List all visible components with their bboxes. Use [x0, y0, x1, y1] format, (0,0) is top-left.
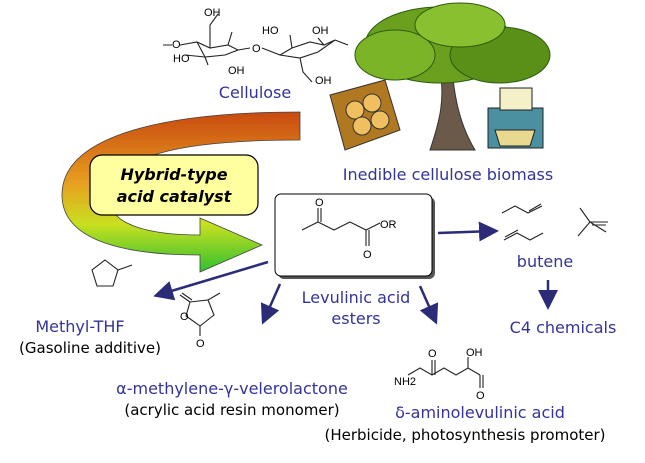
catalyst-label-line2: acid catalyst	[117, 187, 233, 206]
methyl-thf-label: Methyl-THF	[35, 317, 124, 336]
arrow-to-butene	[437, 221, 499, 242]
oh-label: OH	[466, 347, 483, 359]
ho-label: HO	[173, 53, 190, 65]
shredder-illustration	[487, 87, 544, 149]
center-label-line2: esters	[331, 309, 380, 328]
ala-use: (Herbicide, photosynthesis promoter)	[324, 426, 605, 444]
lactone-structure: O O	[179, 292, 221, 350]
cellulose-structure: OH O HO OH O HO OH OH	[163, 7, 349, 87]
center-label-line1: Levulinic acid	[302, 288, 411, 307]
nh2-label: NH2	[394, 376, 416, 388]
lactone-label: α-methylene-γ-velerolactone	[116, 379, 348, 398]
methyl-thf-use: (Gasoline additive)	[19, 339, 161, 357]
cellulose-label: Cellulose	[219, 83, 291, 102]
arrow-to-mthf	[153, 260, 269, 301]
o-label: O	[363, 249, 372, 261]
o-label: O	[196, 338, 205, 350]
o-label: O	[428, 348, 437, 360]
butene-label: butene	[517, 252, 573, 271]
logs-illustration	[329, 79, 401, 151]
ho-label: HO	[262, 25, 279, 37]
oh-label: OH	[228, 65, 245, 77]
butene-structures	[501, 203, 608, 241]
lactone-use: (acrylic acid resin monomer)	[124, 401, 339, 419]
o-label: O	[180, 311, 189, 323]
c4-chemicals-label: C4 chemicals	[510, 318, 617, 337]
aminolevulinic-structure: O OH O NH2	[394, 347, 485, 402]
or-label: OR	[380, 219, 397, 231]
biomass-label: Inedible cellulose biomass	[343, 165, 553, 184]
arrow-to-lactone	[260, 283, 282, 325]
tree-illustration	[354, 2, 551, 151]
o-label: O	[315, 197, 324, 209]
o-label: O	[476, 390, 485, 402]
oh-label: OH	[204, 7, 221, 19]
arrow-to-ala	[418, 285, 439, 325]
catalyst-box	[89, 154, 259, 216]
ala-label: δ-aminolevulinic acid	[395, 403, 565, 422]
methyl-thf-structure	[91, 259, 133, 287]
o-label: O	[172, 39, 181, 51]
oh-label: OH	[312, 25, 329, 37]
catalyst-label-line1: Hybrid-type	[120, 165, 227, 184]
o-label: O	[252, 43, 261, 55]
oh-label: OH	[315, 75, 332, 87]
levulinate-structure-box	[274, 193, 433, 277]
